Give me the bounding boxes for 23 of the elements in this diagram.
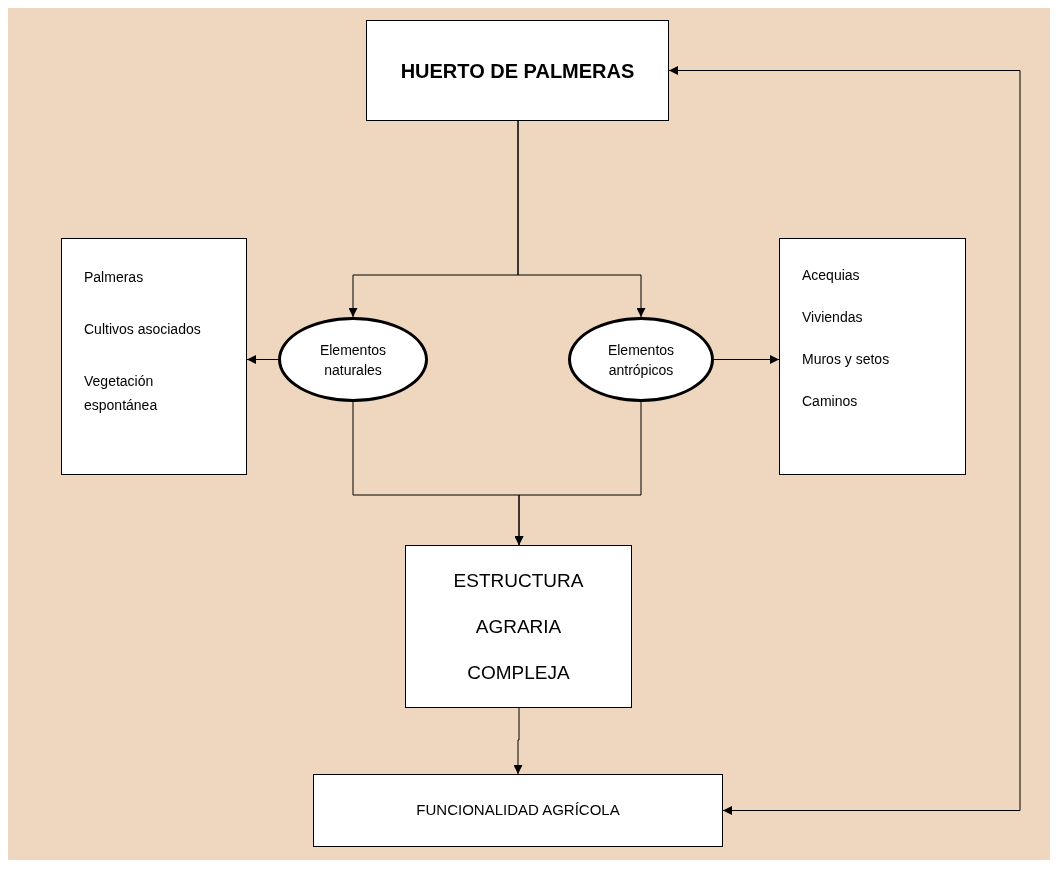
list-box	[779, 238, 966, 475]
process-box	[366, 20, 669, 121]
list-item: Cultivos asociados	[84, 320, 202, 339]
process-box	[313, 774, 723, 847]
arrow	[513, 707, 523, 775]
arrow	[517, 120, 646, 318]
list-box	[61, 238, 247, 475]
list-item: Acequias	[802, 266, 861, 285]
node-title: ESTRUCTURA AGRARIA COMPLEJA	[452, 568, 585, 685]
list-item: Caminos	[802, 392, 859, 411]
node-title: FUNCIONALIDAD AGRÍCOLA	[416, 800, 620, 821]
node-title: HUERTO DE PALMERAS	[400, 58, 635, 84]
arrow	[514, 401, 642, 546]
list-item: Viviendas	[802, 308, 864, 327]
arrow	[668, 66, 1021, 815]
list-item: Muros y setos	[802, 350, 891, 369]
list-item: Palmeras	[84, 268, 145, 287]
node-label: Elementos antrópicos	[606, 340, 676, 380]
node-label: Elementos naturales	[318, 340, 388, 380]
list-item: Vegetación espontánea	[84, 372, 159, 415]
arrow	[246, 355, 279, 364]
arrow	[713, 355, 780, 364]
process-box	[405, 545, 632, 708]
